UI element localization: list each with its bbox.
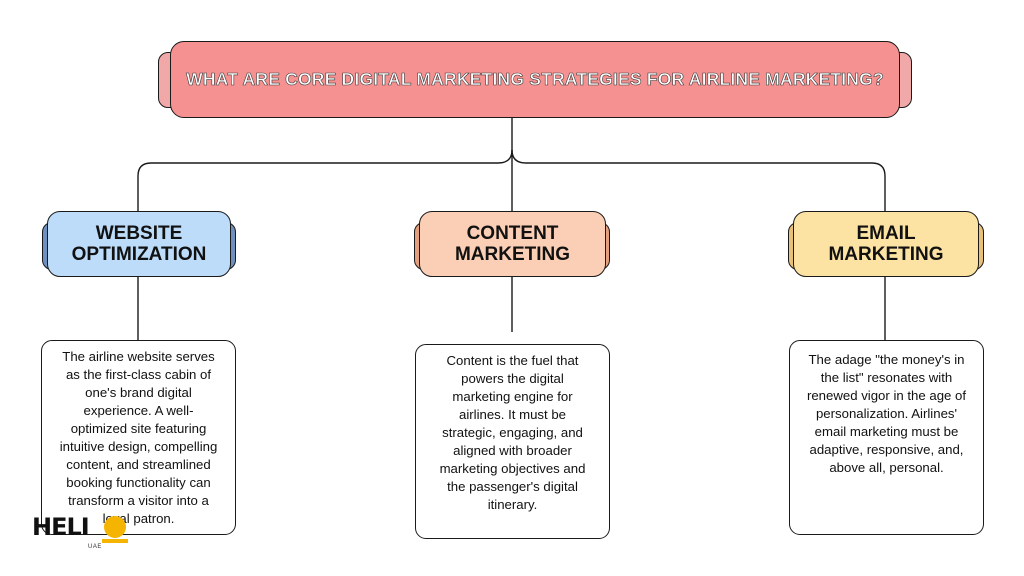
connector-branch bbox=[511, 149, 886, 212]
category-label: MARKETING bbox=[828, 244, 944, 265]
horizon-bar bbox=[102, 539, 128, 543]
title-banner: WHAT ARE CORE DIGITAL MARKETING STRATEGI… bbox=[170, 41, 900, 118]
category-label: MARKETING bbox=[454, 244, 571, 265]
description-email: The adage "the money's in the list" reso… bbox=[789, 340, 984, 535]
sun-icon bbox=[104, 516, 126, 538]
description-text: Content is the fuel that powers the digi… bbox=[439, 353, 586, 512]
description-website: The airline website serves as the first-… bbox=[41, 340, 236, 535]
connector-branch bbox=[137, 149, 513, 212]
category-label: WEBSITE bbox=[95, 223, 183, 244]
description-text: The adage "the money's in the list" reso… bbox=[806, 352, 967, 475]
category-content-marketing: CONTENT MARKETING bbox=[419, 211, 606, 277]
page-title: WHAT ARE CORE DIGITAL MARKETING STRATEGI… bbox=[186, 69, 884, 90]
category-website-optimization: WEBSITE OPTIMIZATION bbox=[47, 211, 231, 277]
category-label: CONTENT bbox=[466, 223, 559, 244]
description-text: The airline website serves as the first-… bbox=[59, 349, 218, 526]
logo-wordmark: HELI bbox=[32, 513, 90, 541]
category-label: OPTIMIZATION bbox=[71, 244, 207, 265]
category-label: EMAIL bbox=[856, 223, 916, 244]
logo-subtext: UAE bbox=[88, 544, 102, 550]
description-content: Content is the fuel that powers the digi… bbox=[415, 344, 610, 539]
category-email-marketing: EMAIL MARKETING bbox=[793, 211, 979, 277]
